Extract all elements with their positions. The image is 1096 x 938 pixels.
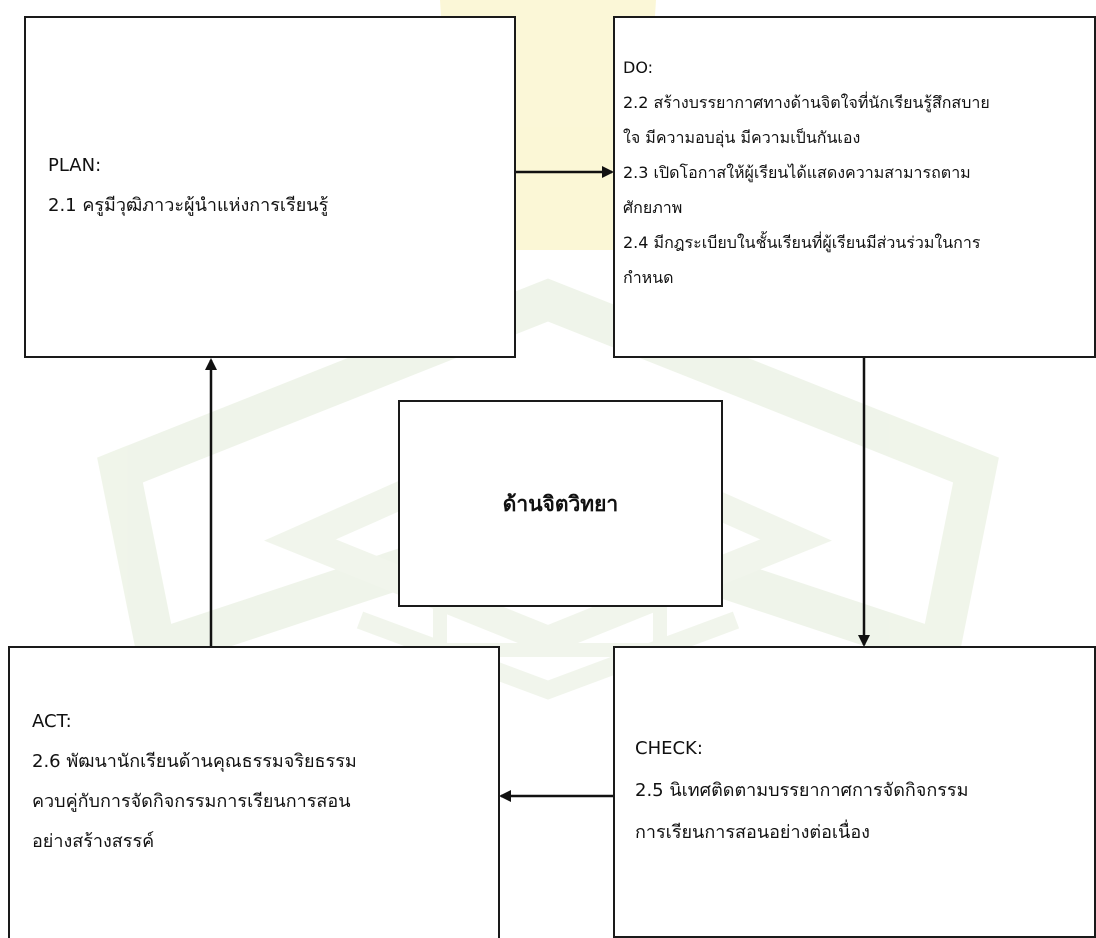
do-line: ศักยภาพ — [623, 198, 683, 217]
plan-heading: PLAN: — [48, 155, 102, 176]
act-heading: ACT: — [32, 711, 72, 732]
center-title: ด้านจิตวิทยา — [502, 492, 619, 516]
act-line: 2.6 พัฒนานักเรียนด้านคุณธรรมจริยธรรม — [32, 751, 357, 772]
act-text: ACT: 2.6 พัฒนานักเรียนด้านคุณธรรมจริยธรร… — [32, 702, 357, 862]
plan-line: 2.1 ครูมีวุฒิภาวะผู้นำแห่งการเรียนรู้ — [48, 195, 329, 216]
check-text: CHECK: 2.5 นิเทศติดตามบรรยากาศการจัดกิจก… — [635, 728, 968, 854]
check-box: CHECK: 2.5 นิเทศติดตามบรรยากาศการจัดกิจก… — [613, 646, 1096, 938]
do-box: DO: 2.2 สร้างบรรยากาศทางด้านจิตใจที่นักเ… — [613, 16, 1096, 358]
plan-text: PLAN: 2.1 ครูมีวุฒิภาวะผู้นำแห่งการเรียน… — [48, 146, 328, 226]
do-heading: DO: — [623, 58, 654, 77]
do-line: กำหนด — [623, 268, 674, 287]
act-line: ควบคู่กับการจัดกิจกรรมการเรียนการสอน — [32, 791, 351, 812]
act-box: ACT: 2.6 พัฒนานักเรียนด้านคุณธรรมจริยธรร… — [8, 646, 500, 938]
plan-box: PLAN: 2.1 ครูมีวุฒิภาวะผู้นำแห่งการเรียน… — [24, 16, 516, 358]
do-line: ใจ มีความอบอุ่น มีความเป็นกันเอง — [623, 128, 861, 147]
check-line: การเรียนการสอนอย่างต่อเนื่อง — [635, 822, 870, 843]
do-line: 2.3 เปิดโอกาสให้ผู้เรียนได้แสดงความสามาร… — [623, 163, 971, 182]
do-line: 2.4 มีกฎระเบียบในชั้นเรียนที่ผู้เรียนมีส… — [623, 233, 981, 252]
check-heading: CHECK: — [635, 738, 703, 759]
center-box: ด้านจิตวิทยา — [398, 400, 723, 607]
do-text: DO: 2.2 สร้างบรรยากาศทางด้านจิตใจที่นักเ… — [623, 50, 990, 295]
check-line: 2.5 นิเทศติดตามบรรยากาศการจัดกิจกรรม — [635, 780, 969, 801]
act-line: อย่างสร้างสรรค์ — [32, 831, 155, 852]
do-line: 2.2 สร้างบรรยากาศทางด้านจิตใจที่นักเรียน… — [623, 93, 990, 112]
